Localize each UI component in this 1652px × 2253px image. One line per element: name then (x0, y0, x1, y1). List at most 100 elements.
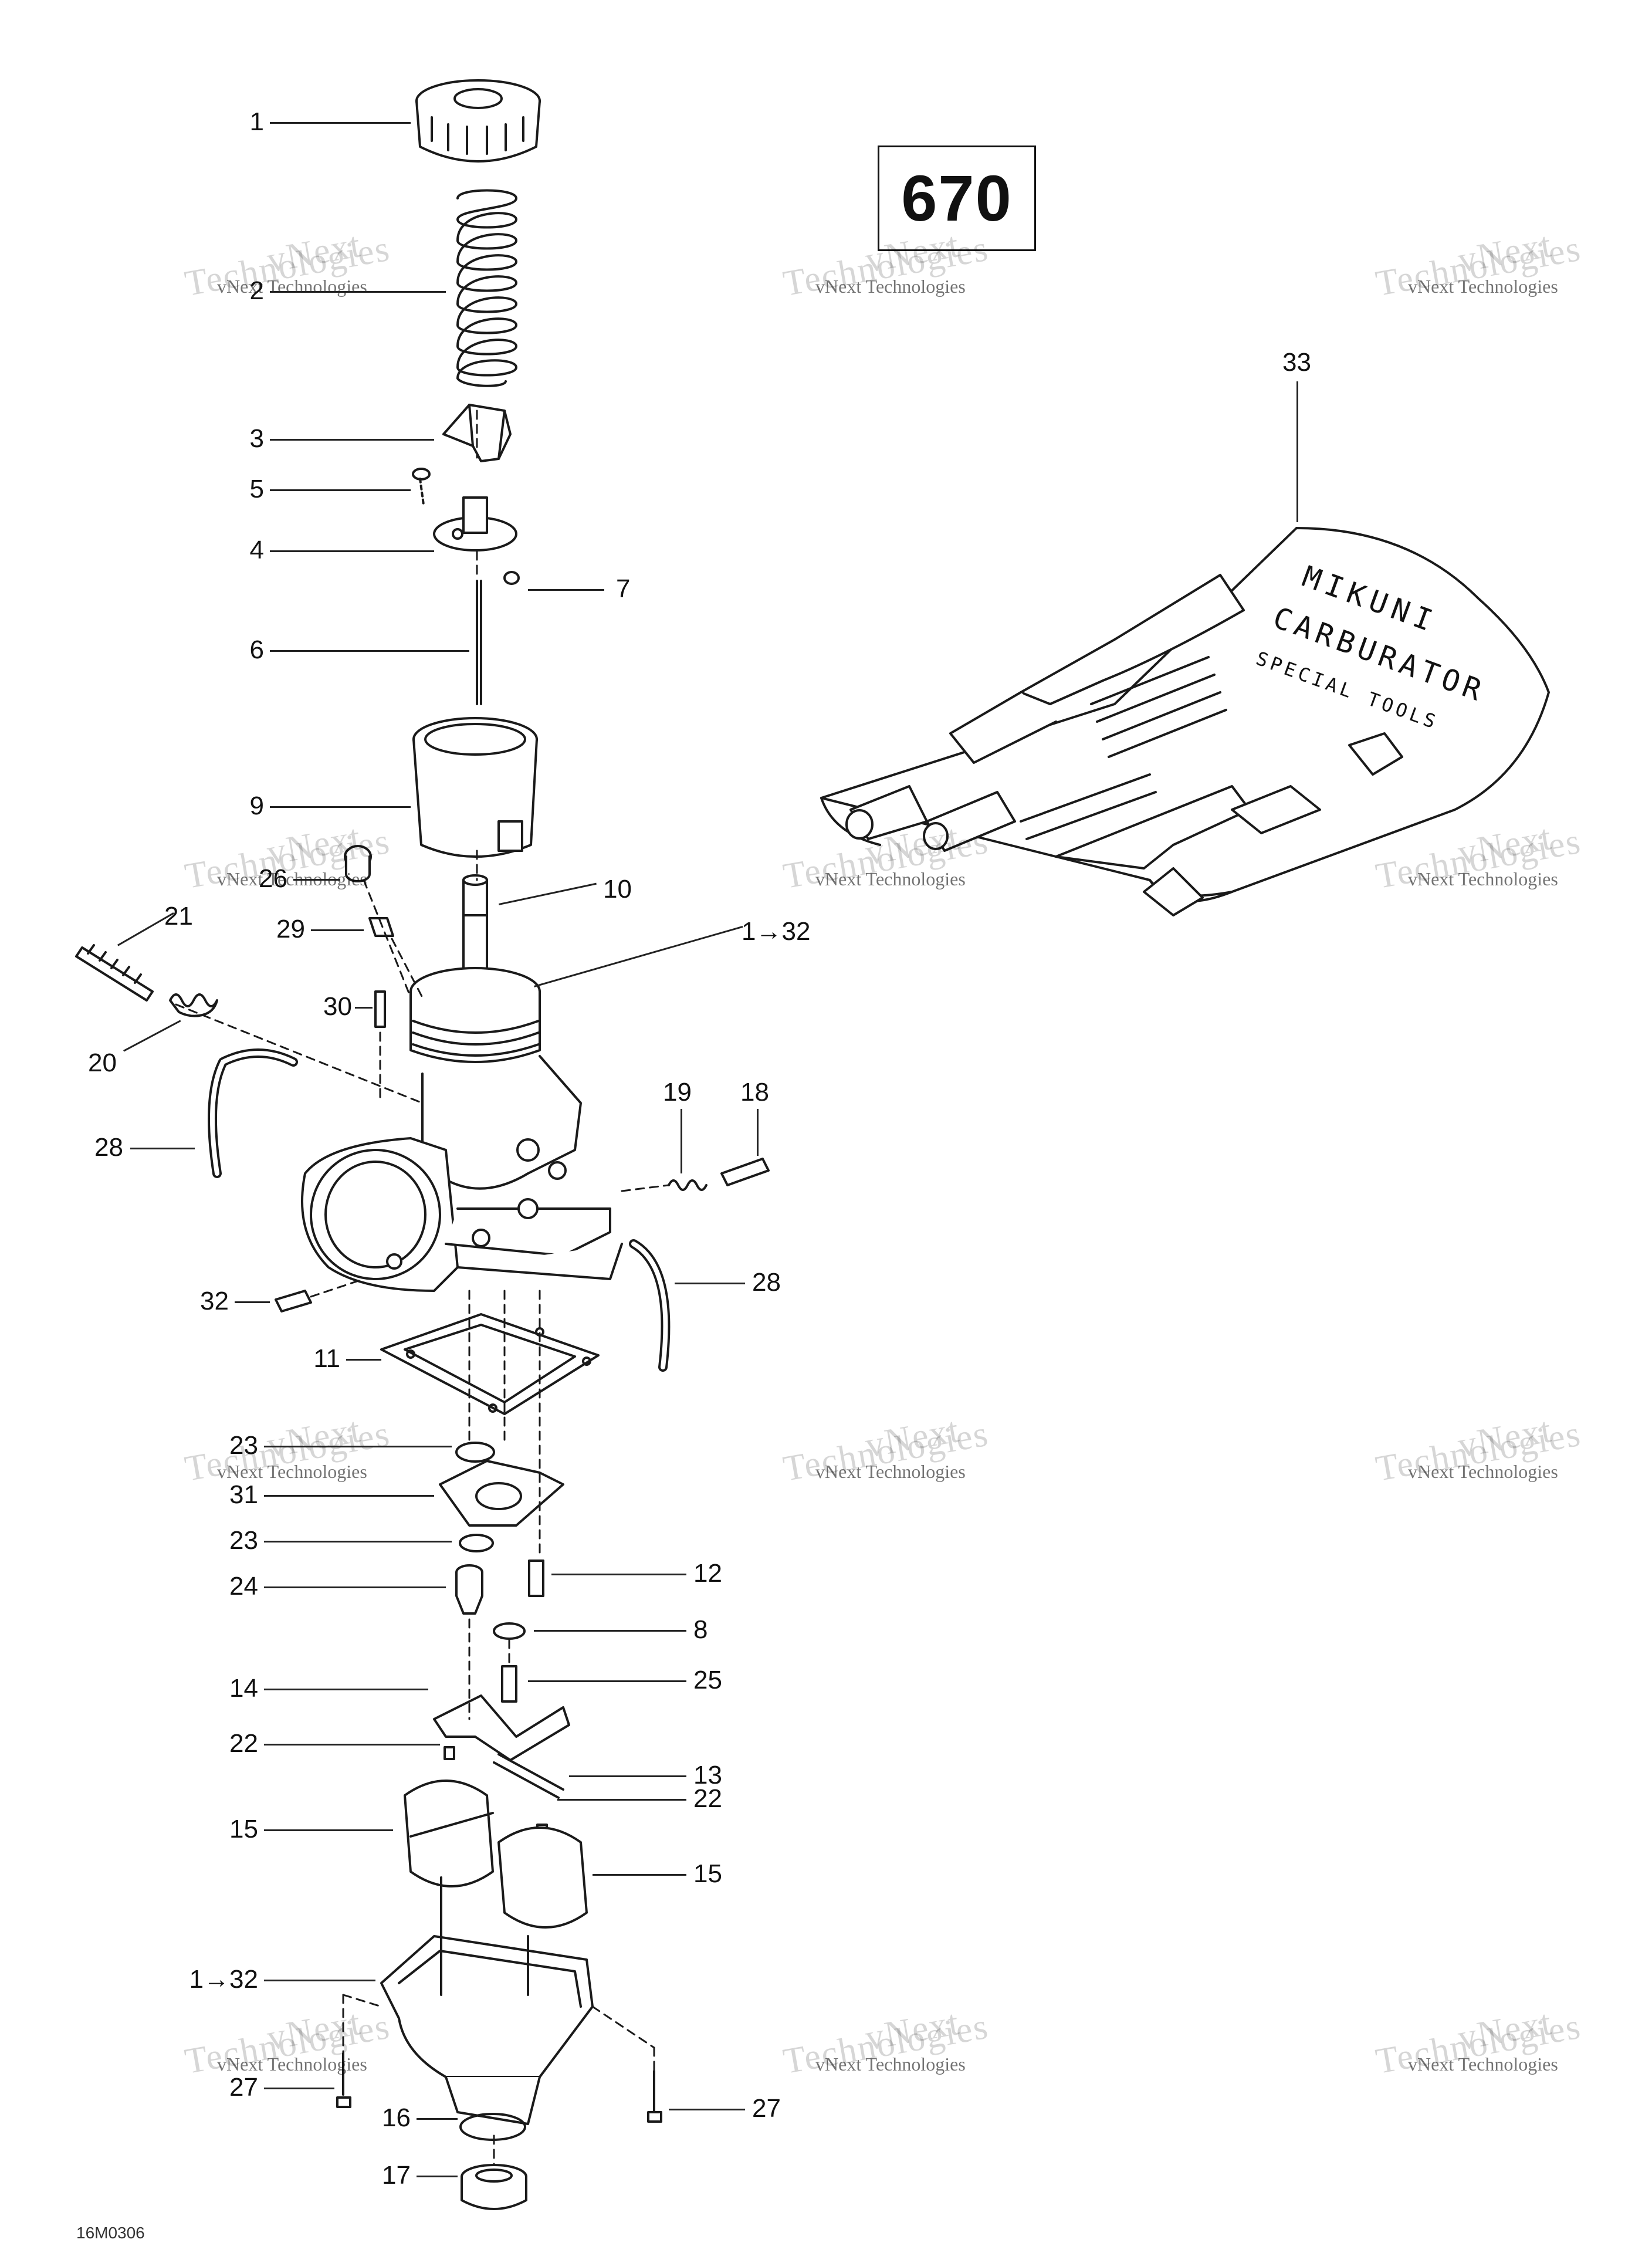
leader-6 (270, 650, 469, 652)
callout-25: 25 (693, 1666, 722, 1694)
leader-22-left (264, 1744, 440, 1745)
callout-9: 9 (249, 791, 264, 820)
part-float-bowl (380, 1876, 594, 2125)
callout-29: 29 (276, 915, 305, 943)
callout-3: 3 (249, 424, 264, 453)
watermark: vNext Technologies vNext Technologies (182, 1409, 394, 1489)
callout-27-left: 27 (229, 2073, 258, 2102)
part-11-gasket (380, 1313, 600, 1415)
callout-14: 14 (229, 1674, 258, 1703)
leader-24 (264, 1586, 446, 1588)
part-15b (497, 1826, 588, 1929)
part-8 (493, 1622, 526, 1640)
leader-16 (417, 2118, 458, 2120)
leader-28-left (130, 1148, 195, 1149)
part-plate (433, 496, 517, 552)
part-cap (415, 79, 541, 163)
engine-model-box: 670 (878, 146, 1036, 251)
watermark: vNext Technologies vNext Technologies (1373, 817, 1585, 897)
part-23a (455, 1442, 495, 1463)
callout-15-left: 15 (229, 1815, 258, 1843)
part-10 (462, 874, 488, 975)
part-14 (433, 1694, 570, 1761)
assembly-axes (175, 410, 670, 2166)
watermark: vNext Technologies vNext Technologies (1373, 1409, 1585, 1489)
watermark: vNext Technologies vNext Technologies (182, 817, 394, 897)
callout-20: 20 (88, 1048, 117, 1077)
leader-12 (551, 1574, 686, 1575)
leader-27-right (669, 2109, 745, 2110)
callout-17: 17 (382, 2161, 411, 2190)
part-19 (668, 1179, 707, 1191)
leader-30 (355, 1007, 373, 1009)
part-throttle-valve (412, 717, 538, 858)
leader-22-right (557, 1799, 686, 1801)
callout-16: 16 (382, 2103, 411, 2132)
callout-15-right: 15 (693, 1859, 722, 1888)
part-30 (374, 990, 386, 1028)
part-needle (476, 580, 482, 705)
callout-27-right: 27 (752, 2094, 781, 2123)
callout-22-left: 22 (229, 1729, 258, 1758)
leader-15-right (593, 1874, 686, 1876)
part-26 (344, 845, 372, 882)
watermark: vNext Technologies vNext Technologies (182, 2002, 394, 2082)
callout-7: 7 (616, 574, 631, 603)
watermark: vNext Technologies vNext Technologies (1373, 224, 1585, 304)
leader-26 (293, 879, 340, 881)
leader-1to32-bottom (264, 1980, 375, 1981)
leader-23-bottom (264, 1541, 452, 1542)
callout-30: 30 (323, 992, 352, 1021)
leader-17 (417, 2176, 458, 2177)
part-13 (493, 1753, 564, 1799)
watermark: vNext Technologies vNext Technologies (780, 224, 992, 304)
part-23b (459, 1534, 494, 1552)
callout-21: 21 (164, 902, 193, 931)
leader-8 (534, 1630, 686, 1632)
part-28-right (629, 1239, 671, 1372)
callout-23-bottom: 23 (229, 1526, 258, 1555)
leader-5 (270, 489, 411, 491)
leader-33 (1296, 381, 1298, 522)
callout-11: 11 (313, 1344, 340, 1373)
part-29 (368, 917, 394, 937)
leader-9 (270, 806, 411, 808)
callout-26: 26 (259, 864, 287, 893)
callout-22-right: 22 (693, 1784, 722, 1813)
leader-14 (264, 1689, 428, 1690)
leader-29 (311, 929, 364, 931)
part-17 (461, 2164, 527, 2210)
leader-7 (528, 589, 604, 591)
part-33-tool-kit (820, 527, 1550, 916)
part-24 (455, 1564, 483, 1615)
leader-27-left (264, 2088, 334, 2089)
part-18 (720, 1158, 770, 1186)
leader-25 (528, 1680, 686, 1682)
callout-1: 1 (249, 107, 264, 136)
callout-24: 24 (229, 1572, 258, 1601)
leader-18 (757, 1109, 759, 1156)
callout-31: 31 (229, 1480, 258, 1509)
watermark: vNext Technologies vNext Technologies (780, 2002, 992, 2082)
figure-code: 16M0306 (76, 2224, 145, 2242)
part-22a (444, 1746, 455, 1760)
leader-11 (346, 1359, 381, 1361)
part-31 (439, 1460, 564, 1527)
callout-5: 5 (249, 475, 264, 503)
part-spring (456, 189, 517, 387)
callout-6: 6 (249, 635, 264, 664)
part-15a (404, 1780, 494, 1887)
callout-33: 33 (1282, 348, 1311, 377)
watermark: vNext Technologies vNext Technologies (780, 817, 992, 897)
callout-10: 10 (603, 875, 632, 904)
watermark: vNext Technologies vNext Technologies (182, 224, 394, 304)
part-screw-5 (412, 468, 431, 506)
leader-3 (270, 439, 434, 441)
part-clip (503, 571, 520, 585)
leader-28-right (675, 1283, 745, 1284)
leader-1 (270, 122, 411, 124)
part-27a (336, 2052, 351, 2108)
leader-19 (681, 1109, 682, 1173)
callout-23-top: 23 (229, 1431, 258, 1460)
